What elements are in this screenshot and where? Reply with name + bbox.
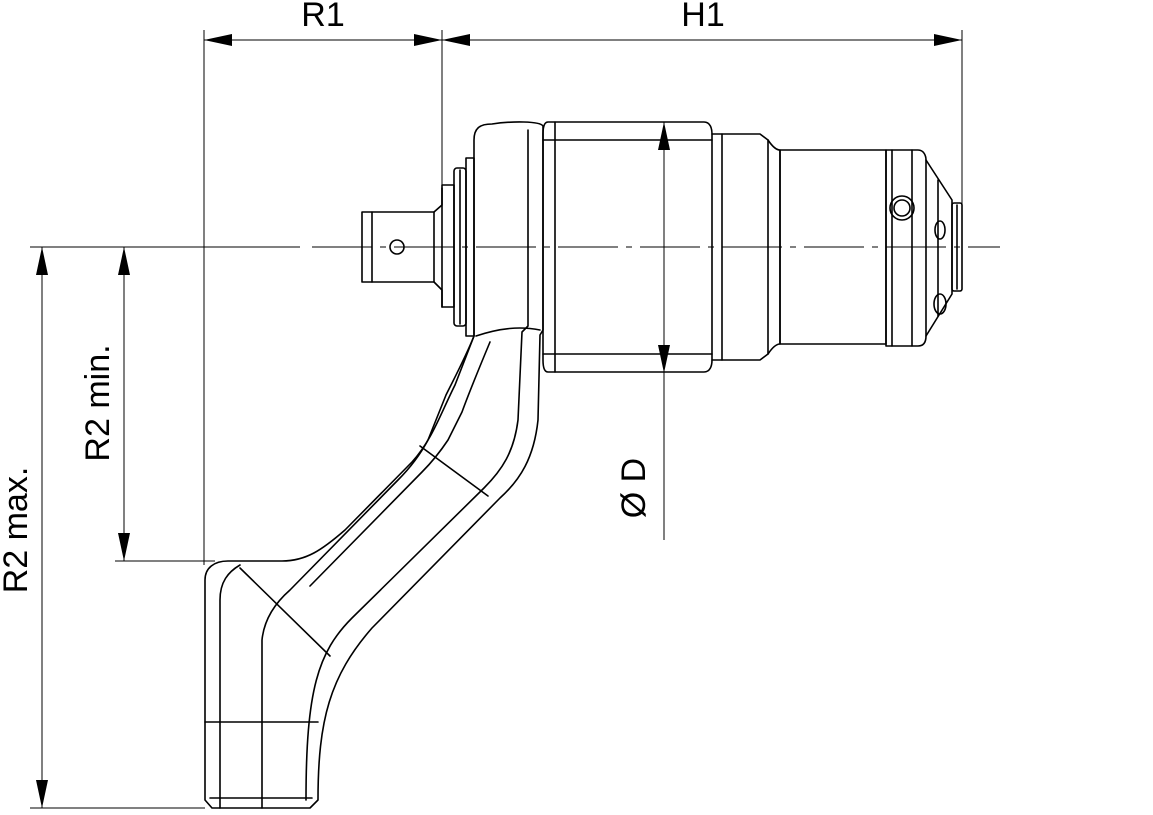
r1-label: R1 [301,0,344,34]
dimension-diameter: Ø D [615,122,670,540]
h1-label: H1 [681,0,724,34]
dimension-h1: H1 [442,0,962,46]
motor-housing [779,149,963,347]
port-hole [889,195,915,221]
r2-min-label: R2 min. [79,344,117,461]
port-hole [934,220,946,240]
gear-housing [542,121,713,373]
square-drive [361,187,443,308]
r2-max-label: R2 max. [0,467,35,594]
diameter-label: Ø D [615,458,653,518]
dimension-r2-max: R2 max. [0,247,48,808]
extension-lines [30,30,963,809]
dimension-r1: R1 [204,0,442,46]
reaction-arm [204,121,544,809]
dimension-r2-min: R2 min. [79,247,130,561]
port-hole [933,293,947,315]
